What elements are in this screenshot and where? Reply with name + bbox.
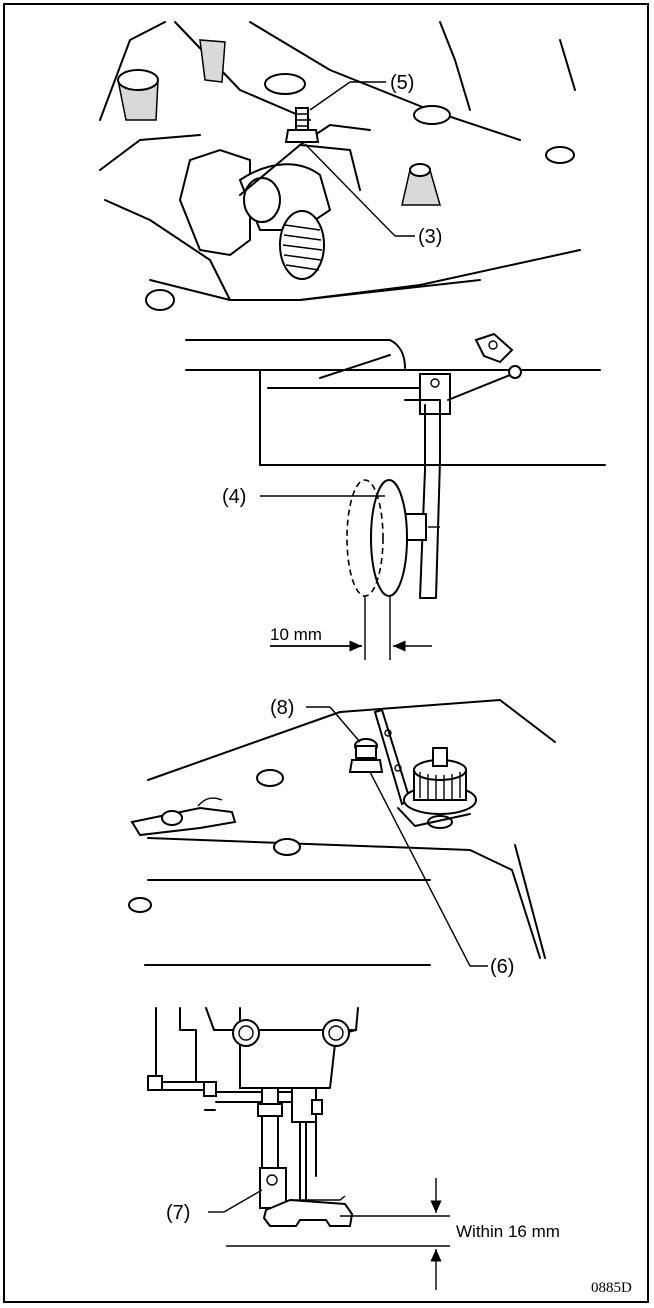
callout-4: (4): [222, 486, 246, 508]
figure-code: 0885D: [591, 1280, 632, 1296]
dimension-within-16mm: Within 16 mm: [456, 1222, 560, 1241]
figure-1-spring-assembly: [99, 21, 581, 311]
page-frame: [3, 3, 649, 1303]
torsion-spring: [279, 210, 325, 280]
callout-3: (3): [418, 226, 442, 248]
callout-7: (7): [166, 1202, 190, 1224]
figure-4-presser-foot: [147, 1007, 450, 1290]
callout-6: (6): [490, 956, 514, 978]
callout-8: (8): [270, 697, 294, 719]
callout-5: (5): [390, 72, 414, 94]
figure-2-lever-side-view: [185, 332, 606, 660]
figure-3-bobbin-winder: [128, 699, 556, 967]
dimension-10mm: 10 mm: [270, 625, 322, 644]
